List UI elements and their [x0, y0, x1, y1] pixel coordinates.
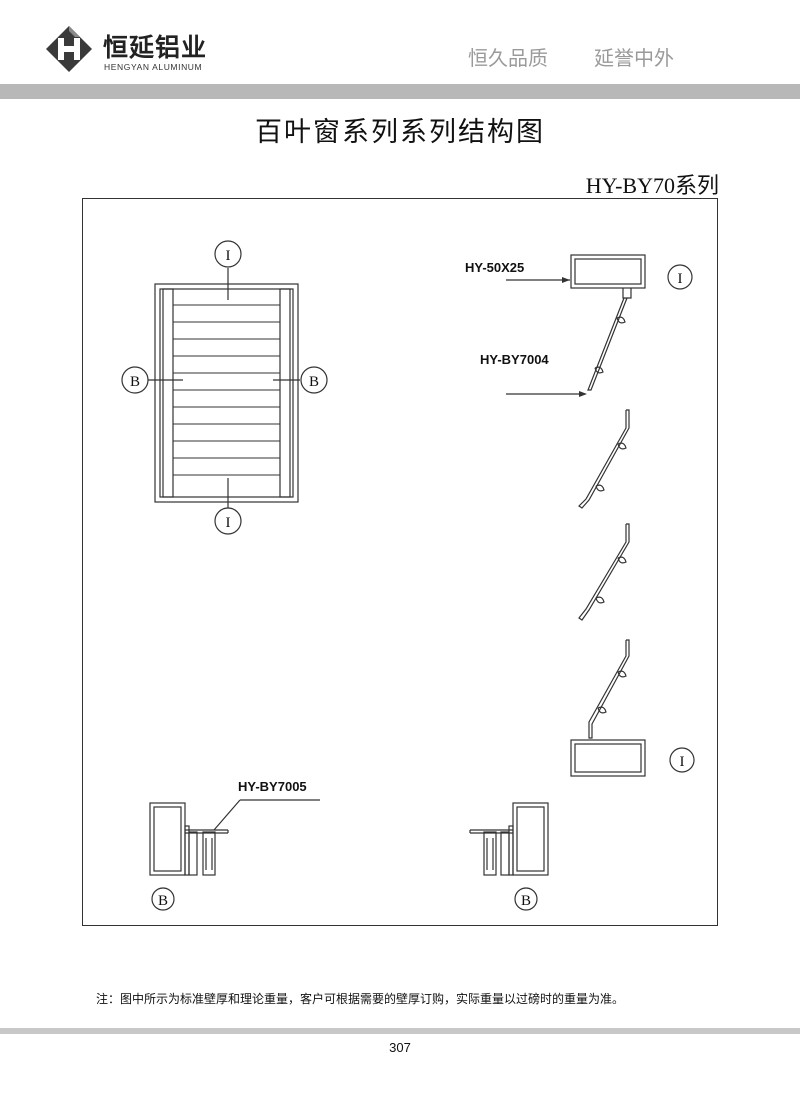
- section-mark-circle: [121, 366, 149, 394]
- section-mark-i-right-bottom: I: [680, 754, 685, 770]
- slogan-reputation: 延誉中外: [594, 46, 674, 70]
- section-mark-circle: [300, 366, 328, 394]
- section-mark-circle: [669, 747, 695, 773]
- louver-blade-1: [506, 297, 628, 395]
- header-divider-bar: [0, 84, 800, 99]
- section-b-right: [469, 802, 549, 876]
- section-mark-circle: [214, 507, 242, 535]
- louver-window-elevation: [148, 268, 300, 508]
- drawing-frame: [82, 198, 718, 926]
- section-mark-i-right-top: I: [678, 271, 683, 287]
- section-mark-b-bottom-right: B: [521, 893, 531, 909]
- section-mark-circle: [667, 264, 693, 290]
- series-label: HY-BY70系列: [585, 173, 719, 198]
- label-blade-profile: HY-BY7004: [480, 352, 549, 367]
- section-mark-b-right: B: [309, 374, 319, 390]
- louver-blade-2: [578, 409, 630, 509]
- footer-divider-bar: [0, 1028, 800, 1034]
- section-mark-b-bottom-left: B: [158, 893, 168, 909]
- section-top-box: [506, 254, 646, 299]
- logo-subtext: HENGYAN ALUMINUM: [104, 62, 203, 72]
- footnote: 注：图中所示为标准壁厚和理论重量，客户可根据需要的壁厚订购，实际重量以过磅时的重…: [96, 992, 625, 1006]
- section-mark-circle: [214, 240, 242, 268]
- section-mark-b-left: B: [130, 374, 140, 390]
- louver-blade-4: [588, 639, 630, 739]
- page-title: 百叶窗系列系列结构图: [255, 117, 545, 148]
- label-top-profile: HY-50X25: [465, 260, 524, 275]
- louver-blade-3: [578, 523, 630, 621]
- section-mark-circle: [151, 887, 175, 911]
- page-header: 恒延铝业 HENGYAN ALUMINUM 恒久品质 延誉中外: [0, 0, 800, 84]
- logo-text: 恒延铝业: [103, 33, 208, 62]
- section-mark-i-top: I: [226, 248, 231, 264]
- slogan-quality: 恒久品质: [468, 46, 548, 70]
- section-mark-circle: [514, 887, 538, 911]
- section-mark-i-bottom: I: [226, 515, 231, 531]
- page-number: 307: [389, 1040, 411, 1055]
- section-bottom-box: [570, 739, 646, 777]
- section-b-left: [149, 799, 320, 876]
- hengyan-logo-icon: [46, 26, 92, 72]
- label-frame-profile: HY-BY7005: [238, 779, 307, 794]
